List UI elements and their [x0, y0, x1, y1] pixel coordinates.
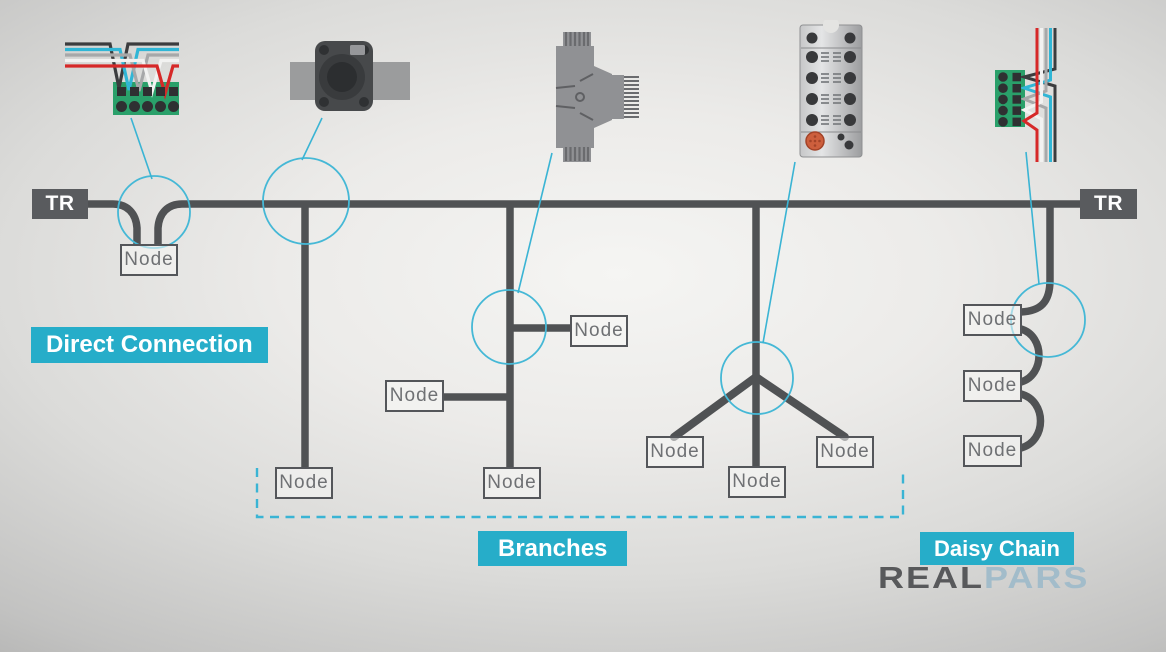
daisy-chain-label: Daisy Chain [920, 532, 1074, 565]
node-box-branch-2-right: Node [570, 315, 628, 347]
io-block-icon [799, 20, 863, 158]
daisy-drop [1020, 201, 1054, 316]
node-box-star-center: Node [728, 466, 786, 498]
terminator-right: TR [1080, 189, 1137, 219]
daisy-link-2 [1019, 390, 1045, 452]
node-box-daisy-1: Node [963, 304, 1022, 336]
node-box-direct: Node [120, 244, 178, 276]
branches-label: Branches [478, 531, 628, 566]
drop-cable-connector-icon [65, 42, 179, 115]
node-box-branch-2-bottom: Node [483, 467, 541, 499]
node-box-star-left: Node [646, 436, 704, 468]
branch-3-left-leg [670, 373, 760, 441]
realpars-logo-pars: PARS [984, 560, 1090, 595]
t-connector-icon [555, 32, 639, 162]
direct-node-drop [154, 200, 183, 246]
realpars-logo-real: REAL [878, 560, 984, 595]
pointer-line-5 [1025, 151, 1040, 285]
highlight-circle-branch [471, 289, 547, 365]
trunk-left-segment [88, 200, 141, 246]
pointer-line-3 [517, 152, 553, 294]
pointer-line-1 [130, 117, 153, 180]
branch-3-right-leg [752, 373, 849, 441]
highlight-circle-tap [262, 157, 350, 245]
direct-connection-label: Direct Connection [31, 327, 268, 363]
pointer-line-2 [301, 117, 323, 161]
field-sensor-icon [290, 41, 410, 111]
highlight-circle-star [720, 341, 794, 415]
node-box-branch-1: Node [275, 467, 333, 499]
pointer-line-4 [762, 161, 796, 344]
branches-region-bracket [255, 468, 905, 519]
node-box-star-right: Node [816, 436, 874, 468]
node-box-daisy-2: Node [963, 370, 1022, 402]
realpars-logo: REALPARS [878, 560, 1089, 596]
terminal-block-icon [995, 28, 1057, 162]
node-box-branch-2-left: Node [385, 380, 444, 412]
terminator-left: TR [32, 189, 88, 219]
node-box-daisy-3: Node [963, 435, 1022, 467]
